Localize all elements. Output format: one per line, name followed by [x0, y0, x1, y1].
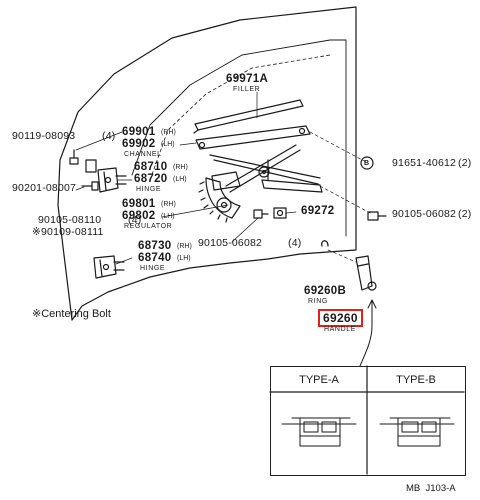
bolt-top-qty: (4): [102, 130, 116, 142]
part-69272-number: 69272: [301, 205, 335, 217]
regulator-tag-rh: (RH): [161, 201, 176, 208]
centering-bolt-number: ※90109-08111: [32, 226, 104, 238]
hinge-lower-number-lh: 68740: [138, 252, 172, 264]
hinge-lower-tag-lh: (LH): [177, 255, 191, 262]
hinge-lower-name: HINGE: [140, 265, 166, 272]
type-box-lines: [269, 365, 465, 475]
dashed-leaders: [309, 131, 373, 263]
handle-glyph: [355, 255, 377, 291]
filler-number: 69971A: [226, 73, 269, 85]
regulator-number-lh: 69802: [122, 210, 156, 222]
channel-number-lh: 69902: [122, 138, 156, 150]
channel-number-rh: 69901: [122, 126, 156, 138]
filler-name: FILLER: [233, 86, 261, 93]
bolt-mid-glyph: [81, 181, 99, 191]
type-b-label: TYPE-B: [396, 374, 436, 386]
hinge-upper-tag-rh: (RH): [173, 164, 188, 171]
ring-name: RING: [308, 298, 328, 305]
channel-tag-rh: (RH): [161, 129, 176, 136]
handle-name: HANDLE: [324, 326, 356, 333]
hinge-lower-number-rh: 68730: [138, 240, 172, 252]
regulator-number-rh: 69801: [122, 198, 156, 210]
door-frame-outer: [57, 6, 357, 321]
channel-rail: [195, 125, 311, 150]
channel-name: CHANNEL: [124, 151, 162, 158]
type-b-glyph: [379, 417, 455, 447]
leader-lines: [75, 91, 297, 265]
arrow-to-types: [359, 299, 377, 367]
hinge-upper-name: HINGE: [136, 186, 162, 193]
hinge-upper-tag-lh: (LH): [173, 176, 187, 183]
type-a-label: TYPE-A: [299, 374, 339, 386]
bolt-bottom-number: 90105-06082: [198, 237, 263, 249]
circle-b-number: 91651-40612: [392, 157, 457, 169]
bolt-regulator-glyph: [253, 209, 269, 219]
ring-glyph: [321, 240, 329, 247]
bolt-mid-number: 90201-08007: [12, 182, 77, 194]
bolt-right-number: 90105-06082: [392, 208, 457, 220]
hinge-upper-number-lh: 68720: [134, 173, 168, 185]
hinge-upper-number-rh: 68710: [134, 161, 168, 173]
upper-hinge: [85, 159, 127, 193]
bolt-top-glyph: [69, 149, 79, 165]
hinge-lower-tag-rh: (RH): [177, 243, 192, 250]
ring-number: 69260B: [304, 285, 347, 297]
part-69272-glyph: [273, 207, 287, 219]
bolt-right-glyph: [367, 211, 387, 221]
diagram-code: MB J103-A: [406, 483, 456, 494]
bolt-regulator-number: 90105-08110: [38, 214, 102, 226]
handle-number-highlight[interactable]: 69260: [318, 309, 363, 328]
bolt-regulator-qty: (4): [128, 214, 142, 226]
regulator-mechanism: [198, 144, 323, 223]
bolt-top-number: 90119-08093: [12, 130, 76, 142]
bolt-bottom-qty: (4): [288, 237, 302, 249]
circle-b-letter: B: [364, 160, 370, 167]
regulator-tag-lh: (LH): [161, 213, 175, 220]
bolt-right-qty: (2): [458, 208, 472, 220]
type-a-glyph: [281, 417, 357, 447]
type-box: TYPE-A TYPE-B: [270, 366, 466, 476]
filler-strip: [193, 99, 304, 134]
circle-b-mark: [360, 156, 374, 170]
centering-bolt-footnote: ※Centering Bolt: [32, 308, 111, 320]
regulator-name: REGULATOR: [124, 223, 173, 230]
circle-b-qty: (2): [458, 157, 472, 169]
channel-tag-lh: (LH): [161, 141, 175, 148]
lower-hinge: [93, 255, 125, 279]
door-frame-inner: [131, 39, 347, 237]
